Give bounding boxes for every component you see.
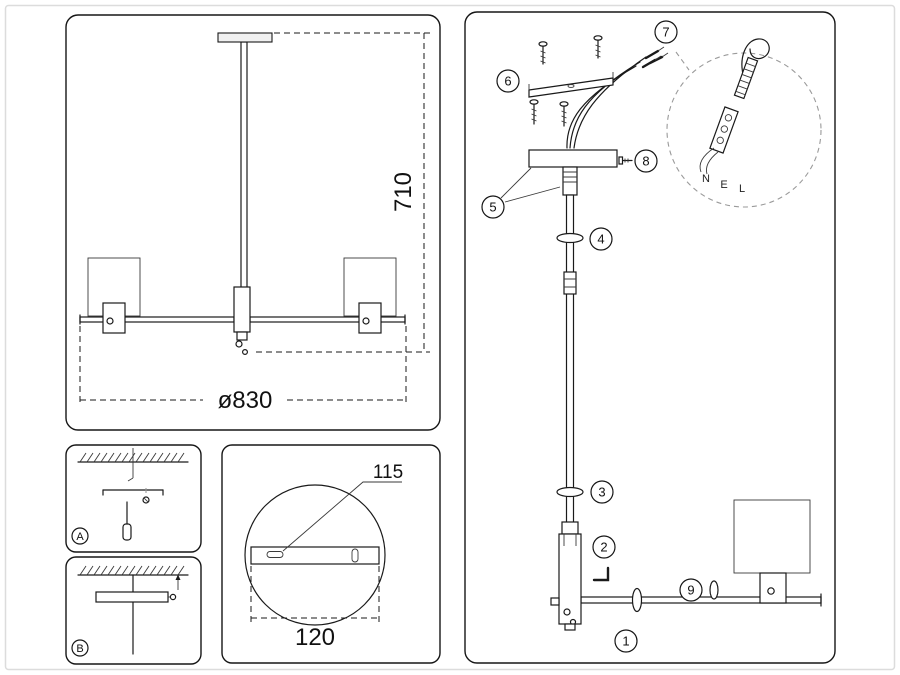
decor-ring-lower (556, 486, 584, 498)
ceiling-plate (217, 32, 273, 43)
panel-assembly: N E L 1 2 3 4 5 6 7 (464, 11, 836, 664)
supply-wires (566, 46, 669, 149)
svg-text:8: 8 (642, 154, 649, 169)
dimension-height: 710 (256, 32, 430, 353)
right-socket (358, 302, 382, 334)
height-dim-label: 710 (390, 172, 417, 212)
assembly-socket (759, 572, 787, 604)
detail-magnifier-circle (244, 484, 386, 626)
bracket-bar (250, 546, 380, 565)
bracket-screws-upper (538, 35, 603, 65)
spacer-ring (709, 580, 719, 600)
width-dim-label: 120 (295, 624, 335, 651)
screwdriver-icon (122, 501, 132, 541)
dimension-slot-115: 115 (282, 462, 403, 552)
terminal-block (709, 106, 739, 154)
center-hub (233, 286, 251, 356)
svg-text:5: 5 (489, 200, 496, 215)
bracket-screws-lower (529, 99, 569, 127)
wire-label-e: E (720, 179, 727, 191)
bracket-slot-horizontal (266, 551, 284, 558)
wire-label-n: N (702, 173, 710, 185)
panel-bracket-detail: 115 120 (221, 444, 441, 664)
terminal-wires (699, 147, 719, 175)
step-b-label: B (76, 643, 83, 655)
panel-overview: 710 ø830 (65, 14, 441, 431)
stem-rod (240, 41, 248, 289)
hex-key-icon (592, 566, 610, 582)
rod-end-coupler (561, 521, 579, 535)
step-a-badge: A (71, 527, 89, 545)
callout-4: 4 (589, 227, 613, 251)
canopy-hub (562, 166, 578, 196)
svg-text:4: 4 (597, 232, 604, 247)
svg-text:6: 6 (504, 74, 511, 89)
panel-step-a: A (65, 444, 202, 553)
arrow-up-icon (175, 574, 181, 590)
svg-text:2: 2 (600, 540, 607, 555)
canopy-set-screw (618, 156, 633, 165)
step-a-label: A (76, 531, 84, 543)
screw-icon (559, 101, 569, 127)
spring-connector (733, 56, 759, 100)
left-socket (102, 302, 126, 334)
canopy-leader-lines (500, 167, 561, 203)
wire-label-l: L (739, 183, 745, 195)
screw-a (142, 488, 150, 504)
callout-3: 3 (590, 480, 614, 504)
svg-text:9: 9 (687, 583, 694, 598)
down-rod (565, 194, 575, 531)
callout-1: 1 (614, 629, 638, 653)
callout-9: 9 (679, 578, 703, 602)
mounting-bracket (528, 72, 614, 98)
svg-text:7: 7 (662, 25, 669, 40)
slot-dim-label: 115 (373, 462, 403, 483)
rod-coupler (563, 271, 577, 295)
mounting-bracket-a (102, 489, 164, 496)
dimension-width-120: 120 (250, 566, 380, 651)
svg-text:1: 1 (622, 634, 629, 649)
dimension-diameter: ø830 (79, 326, 407, 414)
panel-overview-border (65, 14, 441, 431)
arm-ring (631, 587, 643, 613)
panel-step-b: B (65, 556, 202, 665)
canopy (528, 149, 618, 168)
step-b-badge: B (71, 639, 89, 657)
hook-icon (741, 38, 770, 79)
panel-assembly-border (464, 11, 836, 664)
right-arm (249, 316, 406, 323)
diameter-dim-label: ø830 (218, 387, 273, 414)
screw-icon (538, 41, 548, 65)
wiring-detail-circle: N E L (666, 38, 822, 208)
screw-icon (529, 99, 539, 125)
bottom-hub (550, 533, 582, 631)
bracket-slot-vertical (351, 548, 359, 563)
callout-6: 6 (496, 69, 520, 93)
callout-5: 5 (481, 195, 505, 219)
panel-a-border (65, 444, 202, 553)
callout-2: 2 (592, 535, 616, 559)
callout-8: 8 (634, 149, 658, 173)
decor-ring-upper (556, 232, 584, 244)
hanging-wire-a (127, 448, 134, 482)
callout-7: 7 (654, 20, 678, 44)
svg-text:3: 3 (598, 485, 605, 500)
mounting-plate-b (95, 591, 169, 603)
screw-b (168, 593, 177, 601)
screw-icon (593, 35, 603, 59)
page-border (4, 4, 896, 671)
chandelier-side-view (79, 32, 406, 356)
